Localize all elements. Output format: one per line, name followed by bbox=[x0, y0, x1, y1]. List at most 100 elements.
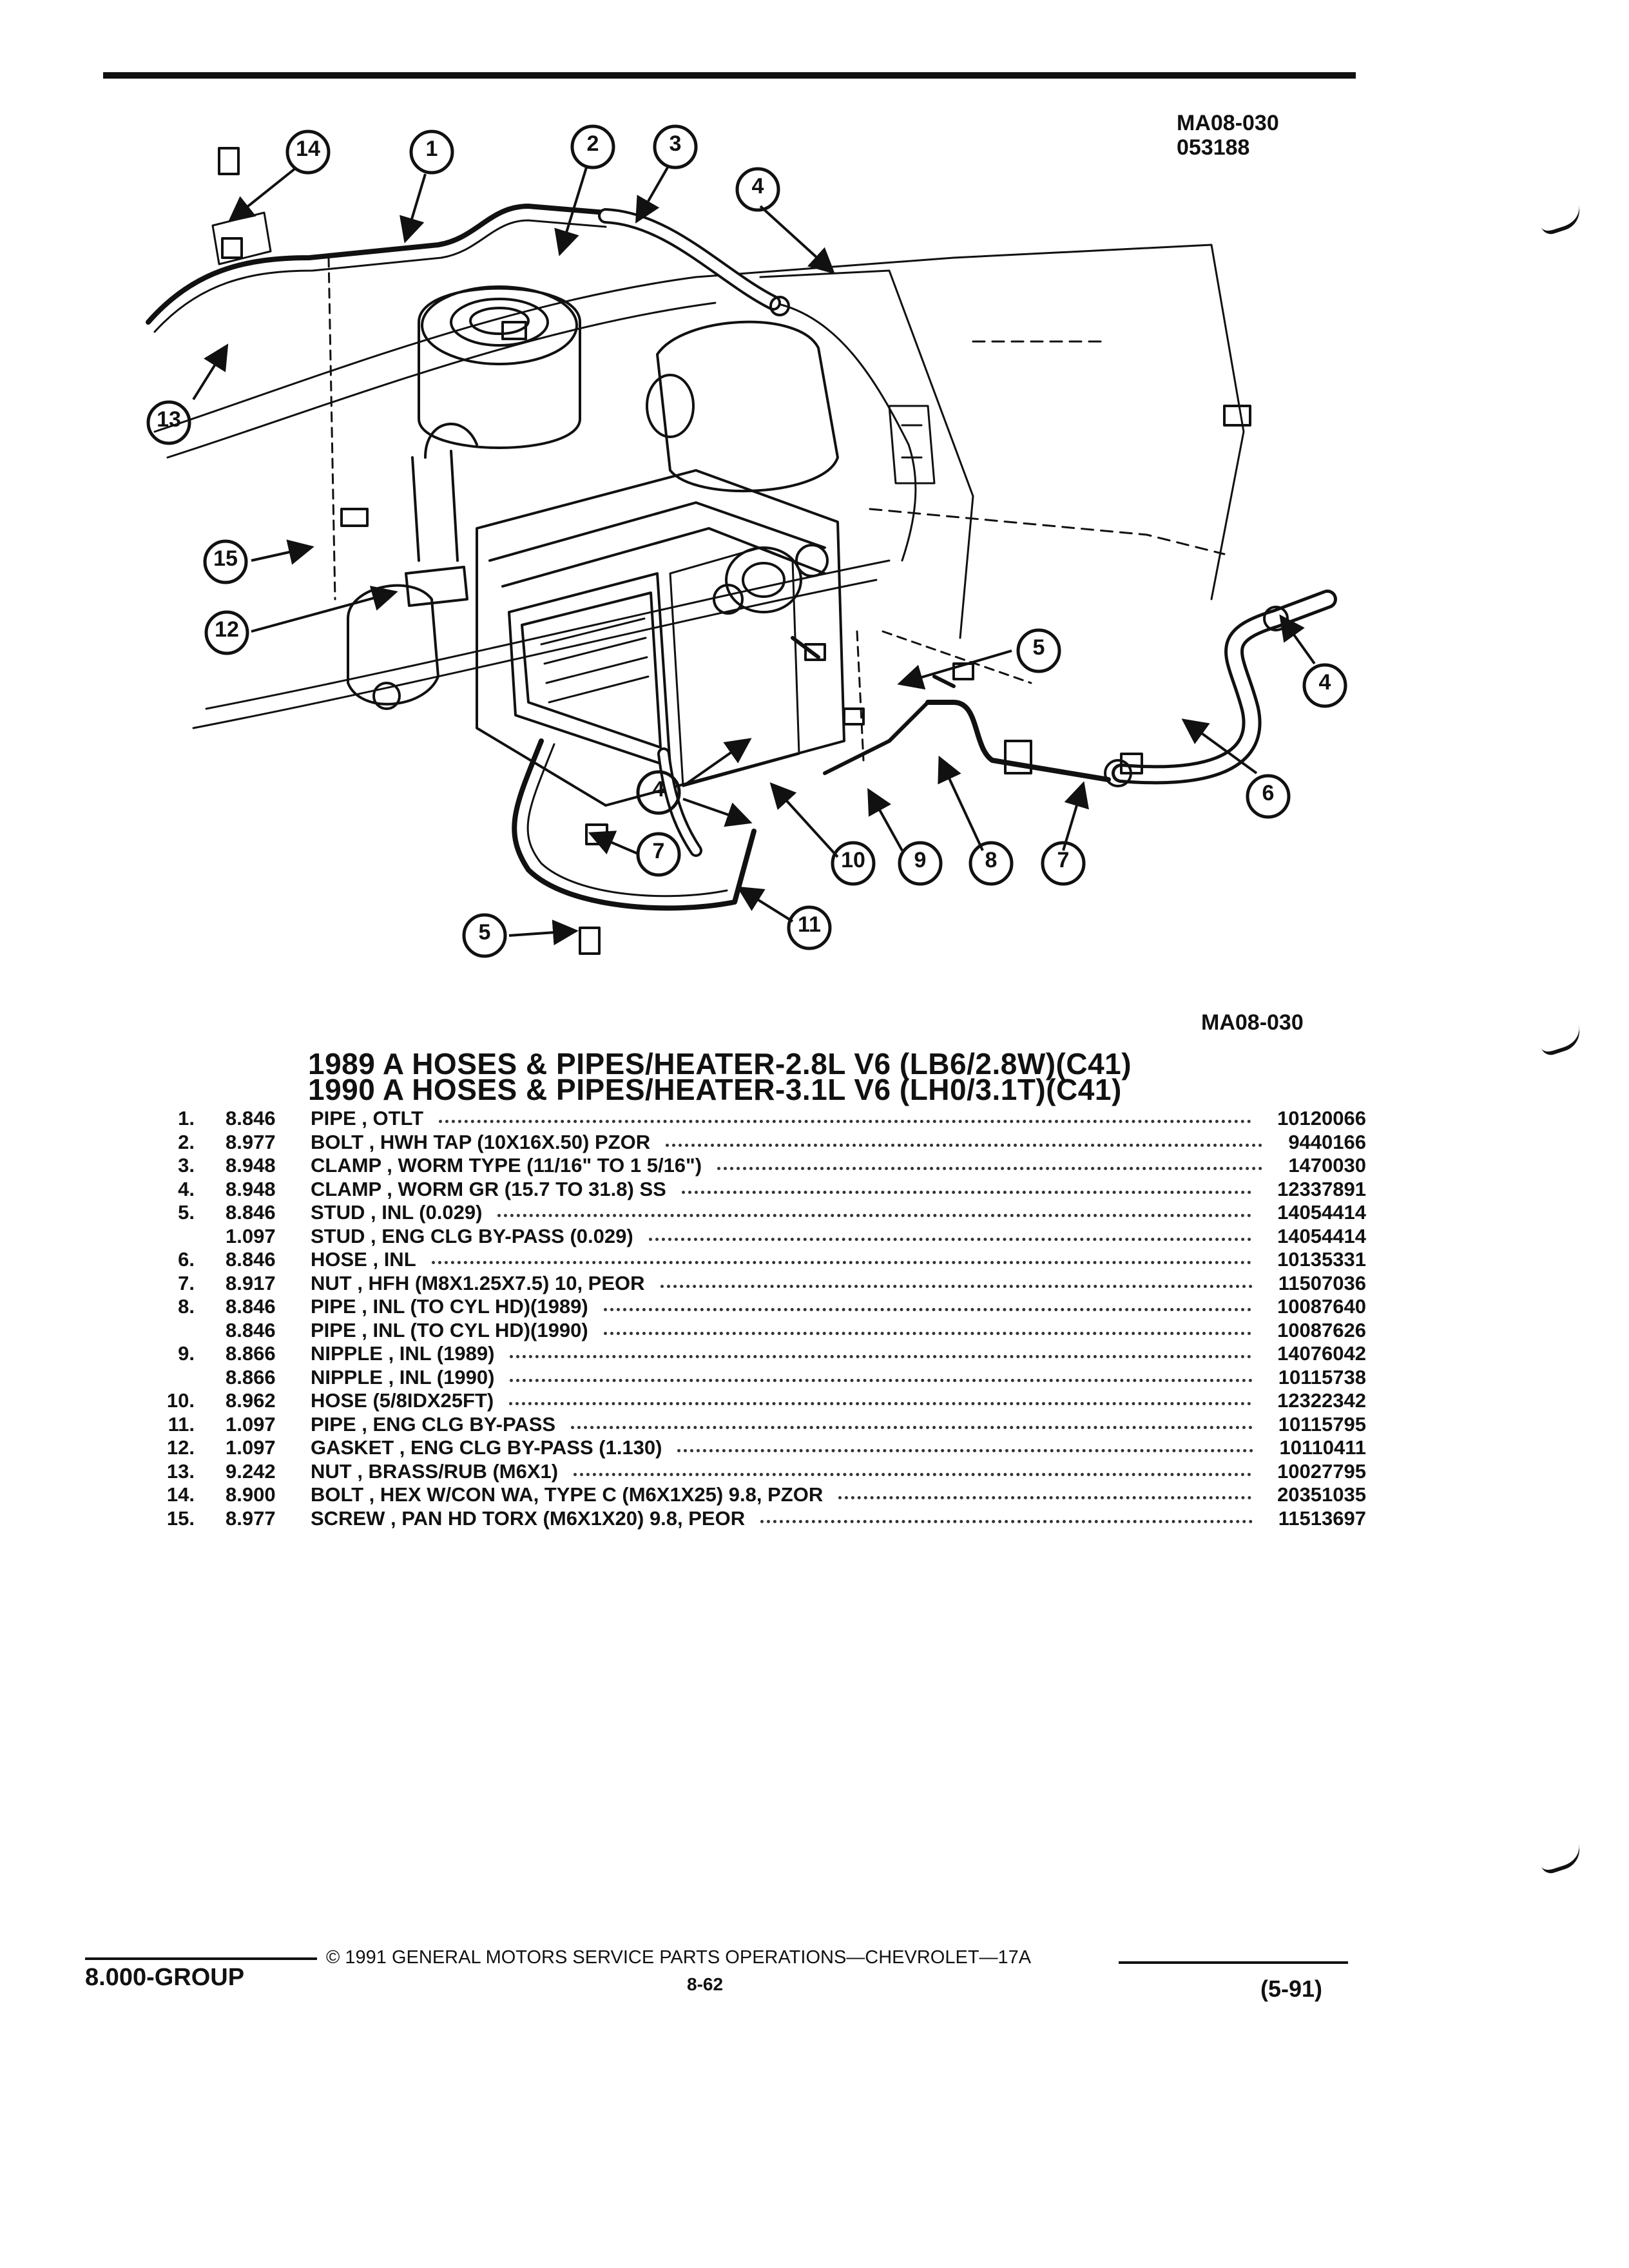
callout-2: 2 bbox=[586, 131, 599, 156]
part-number: 20351035 bbox=[1277, 1483, 1366, 1506]
part-description: NIPPLE , INL (1989) bbox=[311, 1342, 495, 1365]
callout-4-right: 4 bbox=[1318, 670, 1331, 695]
item-number: 15. bbox=[166, 1506, 195, 1530]
group-number: 8.866 bbox=[226, 1365, 276, 1389]
callout-8: 8 bbox=[985, 848, 998, 872]
top-rule bbox=[103, 72, 1356, 79]
part-number: 10027795 bbox=[1277, 1459, 1366, 1483]
part-number: 9440166 bbox=[1288, 1130, 1366, 1153]
part-number: 14076042 bbox=[1277, 1342, 1366, 1365]
group-number: 1.097 bbox=[226, 1224, 276, 1247]
callout-6: 6 bbox=[1262, 781, 1275, 805]
part-description: CLAMP , WORM GR (15.7 TO 31.8) SS bbox=[311, 1177, 666, 1200]
part-description: BOLT , HEX W/CON WA, TYPE C (M6X1X25) 9.… bbox=[311, 1483, 824, 1506]
dot-leader bbox=[439, 1120, 1251, 1123]
part-number: 10087626 bbox=[1277, 1318, 1366, 1341]
item-number: 7. bbox=[178, 1271, 195, 1294]
item-number: 2. bbox=[178, 1130, 195, 1153]
part-description: CLAMP , WORM TYPE (11/16" TO 1 5/16") bbox=[311, 1154, 702, 1177]
group-number: 8.948 bbox=[226, 1154, 276, 1177]
part-number: 14054414 bbox=[1277, 1201, 1366, 1224]
item-number: 12. bbox=[166, 1436, 195, 1459]
item-number: 11. bbox=[168, 1412, 195, 1436]
dot-leader bbox=[510, 1355, 1251, 1358]
item-number: 1. bbox=[178, 1107, 195, 1129]
group-number: 8.977 bbox=[226, 1130, 276, 1153]
callout-4-bottom: 4 bbox=[652, 777, 665, 802]
dot-leader bbox=[574, 1472, 1251, 1476]
callout-7-left: 7 bbox=[652, 839, 665, 863]
diagram-footer-code: MA08-030 bbox=[1201, 1010, 1304, 1035]
callout-13: 13 bbox=[157, 407, 181, 432]
footer-group: 8.000-GROUP bbox=[85, 1964, 245, 1991]
item-number: 8. bbox=[178, 1295, 195, 1318]
item-number: 13. bbox=[166, 1459, 195, 1483]
part-description: NUT , HFH (M8X1.25X7.5) 10, PEOR bbox=[311, 1271, 645, 1294]
group-number: 1.097 bbox=[226, 1436, 276, 1459]
part-description: SCREW , PAN HD TORX (M6X1X20) 9.8, PEOR bbox=[311, 1506, 746, 1530]
footer-rule-left bbox=[85, 1957, 317, 1960]
header-code: MA08-030 053188 bbox=[1177, 111, 1279, 160]
dot-leader bbox=[677, 1449, 1253, 1452]
dot-leader bbox=[838, 1496, 1251, 1499]
callout-5-right: 5 bbox=[1032, 635, 1045, 660]
callout-11: 11 bbox=[798, 912, 821, 937]
part-number: 12322342 bbox=[1277, 1389, 1366, 1412]
part-row: 2. 8.977 BOLT , HWH TAP (10X16X.50) PZOR 94… bbox=[155, 1131, 1366, 1155]
group-number: 8.977 bbox=[226, 1506, 276, 1530]
part-description: HOSE , INL bbox=[311, 1248, 416, 1271]
callout-layer: 14 1 2 3 4 13 15 12 5 4 6 4 7 10 9 8 7 5… bbox=[0, 0, 1629, 966]
part-description: NIPPLE , INL (1990) bbox=[311, 1365, 495, 1389]
footer-copyright: © 1991 GENERAL MOTORS SERVICE PARTS OPER… bbox=[326, 1947, 1032, 1968]
callout-9: 9 bbox=[914, 848, 927, 872]
callout-7-right: 7 bbox=[1057, 848, 1070, 872]
binder-mark-middle bbox=[1537, 1024, 1585, 1058]
callout-3: 3 bbox=[669, 131, 682, 156]
group-number: 8.846 bbox=[226, 1295, 276, 1318]
callout-15: 15 bbox=[213, 546, 238, 571]
title-1990: 1990 A HOSES & PIPES/HEATER-3.1L V6 (LH0… bbox=[308, 1073, 1122, 1106]
group-number: 9.242 bbox=[226, 1459, 276, 1483]
part-number: 1470030 bbox=[1288, 1154, 1366, 1177]
part-description: BOLT , HWH TAP (10X16X.50) PZOR bbox=[311, 1130, 651, 1153]
diagram-date-code: 053188 bbox=[1177, 135, 1250, 160]
callout-leaders bbox=[146, 124, 1347, 958]
group-number: 1.097 bbox=[226, 1412, 276, 1436]
group-number: 8.948 bbox=[226, 1177, 276, 1200]
part-number: 10087640 bbox=[1277, 1295, 1366, 1318]
callout-5-bottom: 5 bbox=[478, 920, 491, 945]
part-description: STUD , ENG CLG BY-PASS (0.029) bbox=[311, 1224, 633, 1247]
title-1989: 1989 A HOSES & PIPES/HEATER-2.8L V6 (LB6… bbox=[308, 1047, 1132, 1081]
dot-leader bbox=[432, 1261, 1251, 1264]
part-number: 10135331 bbox=[1277, 1248, 1366, 1271]
item-number: 10. bbox=[166, 1389, 195, 1412]
part-row: 15. 8.977 SCREW , PAN HD TORX (M6X1X20) 9.… bbox=[155, 1507, 1366, 1531]
part-description: HOSE (5/8IDX25FT) bbox=[311, 1389, 494, 1412]
dot-leader bbox=[717, 1167, 1262, 1170]
dot-leader bbox=[604, 1308, 1251, 1311]
callout-4-top: 4 bbox=[751, 174, 764, 198]
dot-leader bbox=[509, 1402, 1251, 1405]
part-number: 10110411 bbox=[1279, 1436, 1366, 1459]
binder-mark-bottom bbox=[1537, 1843, 1585, 1876]
item-number: 5. bbox=[178, 1201, 195, 1224]
engine-hose-diagram bbox=[146, 147, 1337, 955]
footer-rule-right bbox=[1119, 1961, 1348, 1964]
dot-leader bbox=[660, 1284, 1253, 1288]
dot-leader bbox=[571, 1425, 1253, 1429]
group-number: 8.846 bbox=[226, 1201, 276, 1224]
dot-leader bbox=[649, 1237, 1251, 1241]
